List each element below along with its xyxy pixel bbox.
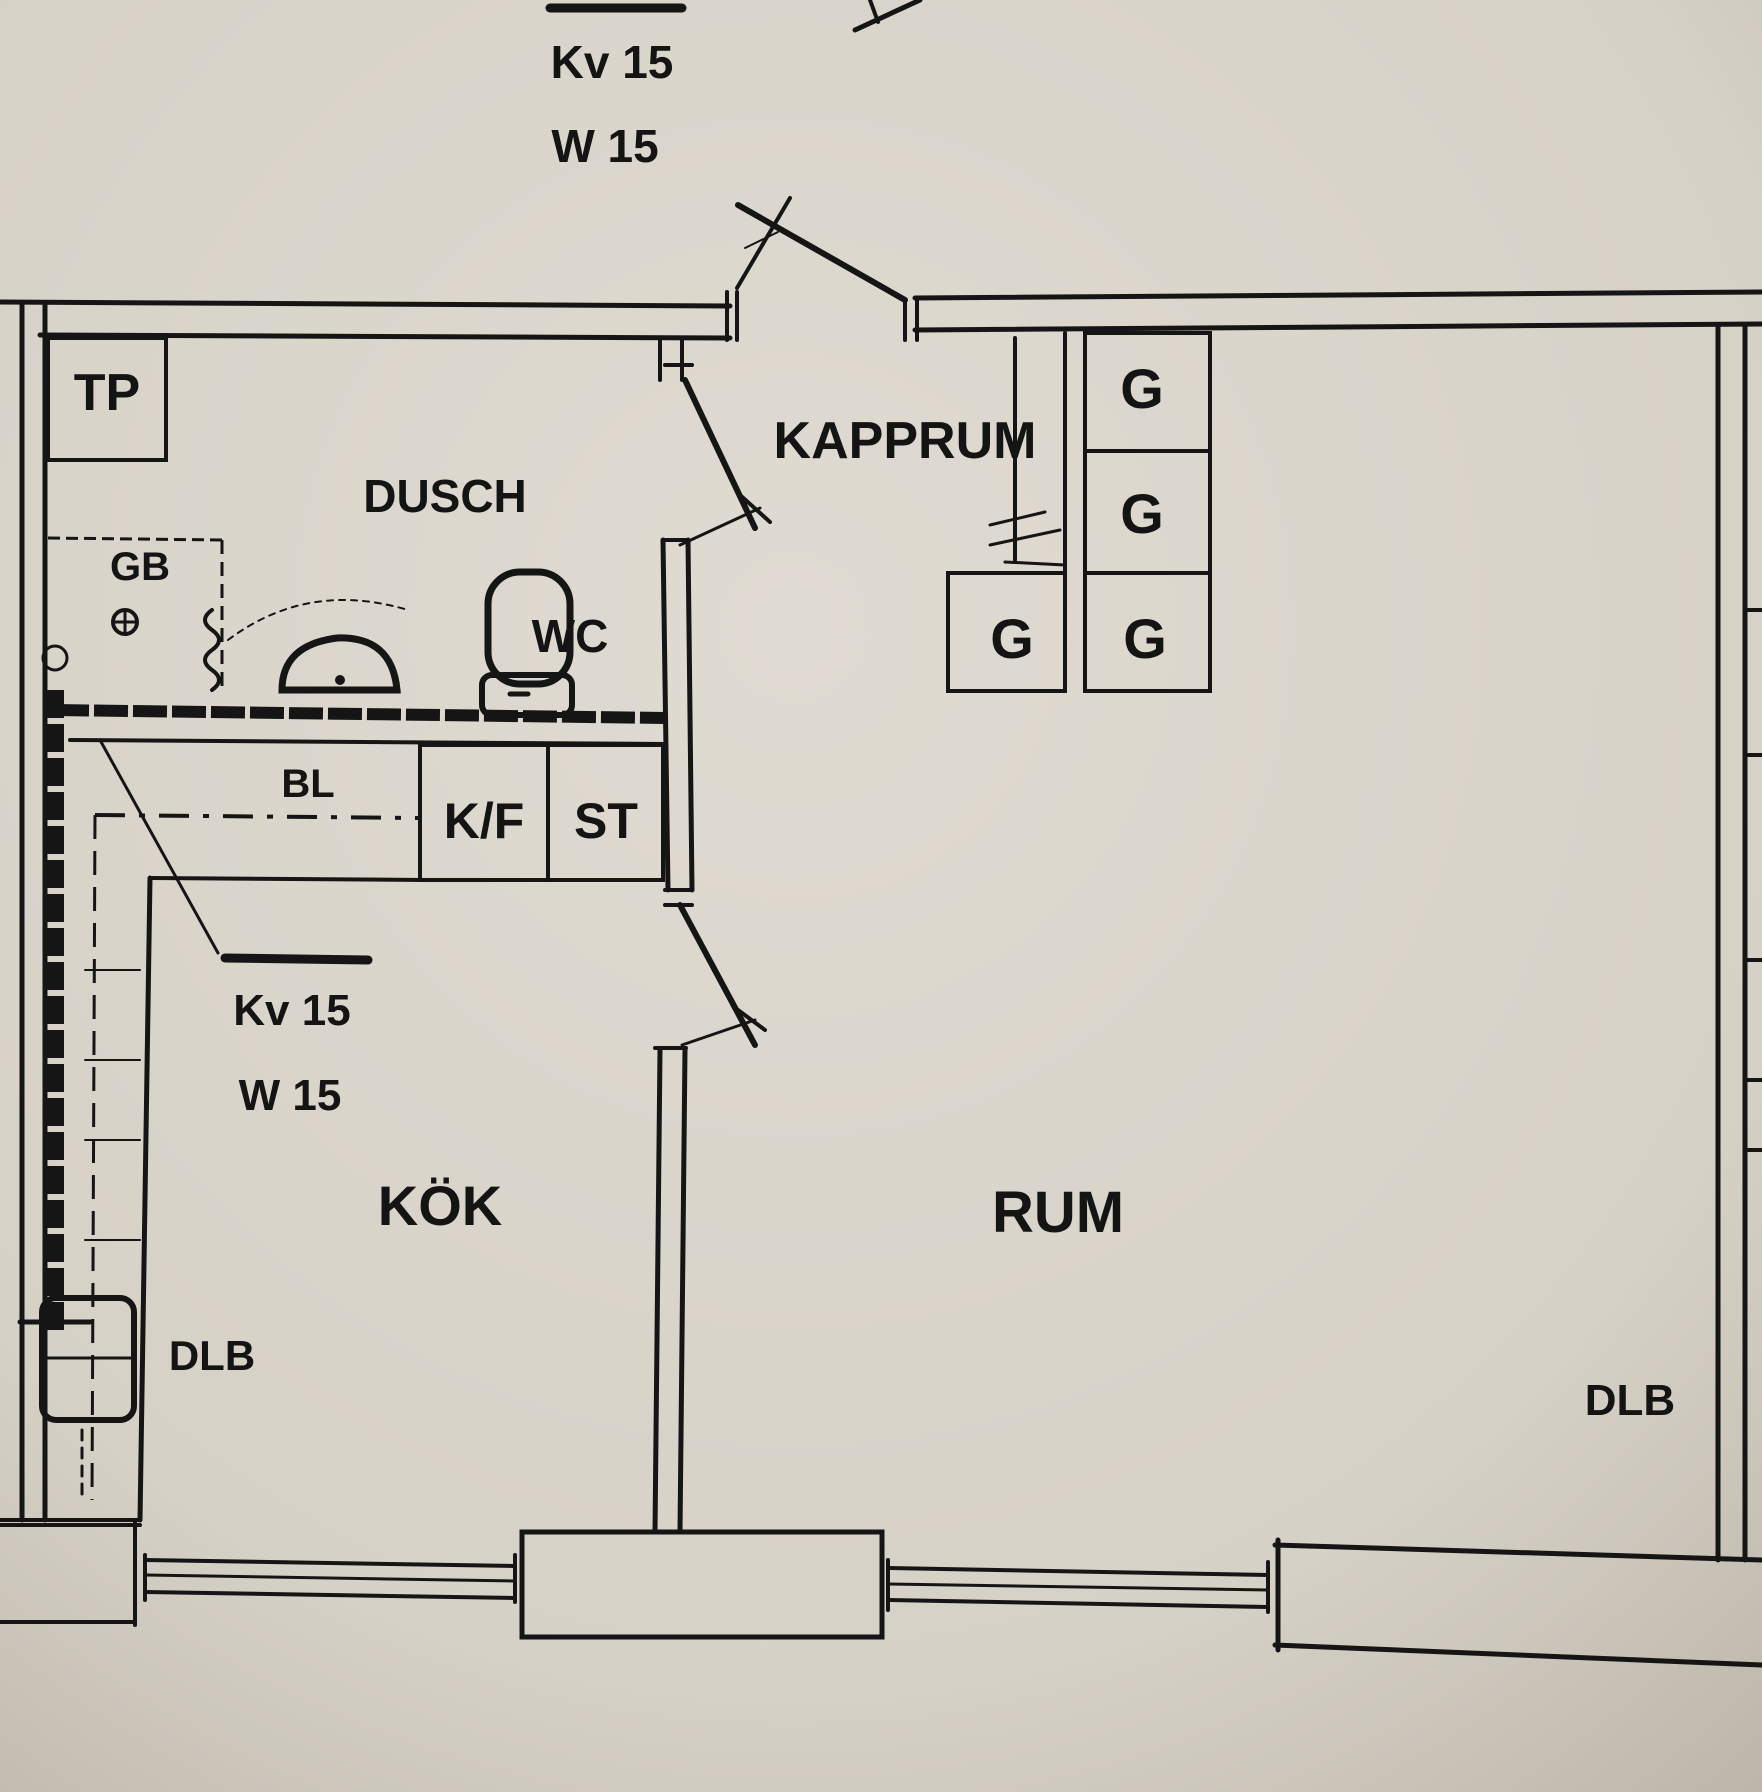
kf-label: K/F	[444, 793, 525, 849]
window-marker-kitchen: Kv 15 W 15	[98, 738, 373, 1120]
bathroom-door	[658, 336, 772, 547]
kv-top-label: Kv 15	[551, 36, 674, 88]
window-kitchen	[143, 1553, 517, 1604]
gb-label: GB	[110, 545, 170, 589]
kok-label: KÖK	[378, 1174, 502, 1237]
exterior-wall-right	[1715, 322, 1762, 1563]
bl-label: BL	[281, 762, 334, 806]
wc-label: WC	[532, 610, 609, 662]
kapprum-label: KAPPRUM	[774, 412, 1037, 470]
wardrobes: G G G G	[946, 331, 1212, 693]
dlb-room-label: DLB	[1585, 1376, 1675, 1425]
shower-curtain-icon	[203, 608, 221, 692]
exterior-wall-bottom	[0, 1518, 1762, 1668]
kitchen-sink-icon	[17, 1295, 137, 1502]
top-fragment	[545, 0, 923, 33]
toilet-icon	[479, 568, 575, 718]
entrance-door	[735, 196, 908, 303]
w-top-label: W 15	[551, 120, 658, 172]
tp-box	[46, 336, 168, 462]
bathroom: TP DUSCH GB WC	[41, 336, 609, 718]
kitchen-counter: BL K/F ST	[281, 743, 665, 882]
interior-wall-center	[652, 537, 695, 1535]
kitchen-room-door	[663, 888, 767, 1048]
rum-label: RUM	[992, 1180, 1124, 1245]
g4-label: G	[1123, 607, 1167, 670]
g1-label: G	[1120, 357, 1164, 420]
g3-label: G	[990, 607, 1034, 670]
g2-label: G	[1120, 482, 1164, 545]
dlb-kitchen-label: DLB	[169, 1332, 255, 1379]
window-room	[886, 1558, 1270, 1614]
st-label: ST	[574, 793, 638, 849]
wall-pier	[519, 1529, 885, 1640]
exterior-wall-top	[0, 289, 1762, 342]
floor-drain-icon	[111, 608, 139, 636]
dusch-label: DUSCH	[363, 470, 527, 522]
kv-kitchen-label: Kv 15	[233, 986, 350, 1035]
washbasin-icon	[278, 634, 401, 694]
w-kitchen-label: W 15	[239, 1071, 342, 1120]
tp-label: TP	[74, 364, 140, 422]
